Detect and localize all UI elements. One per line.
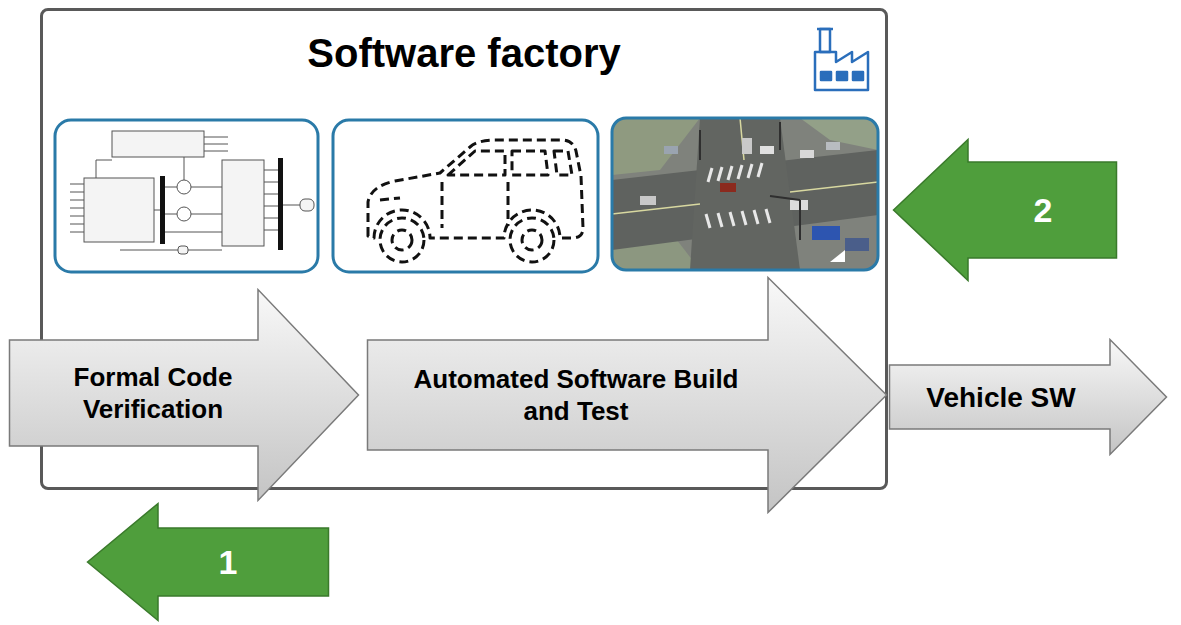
arrow-outline [890,340,1167,455]
callout-number: 1 [219,541,238,584]
model-thumbnail [55,120,318,272]
arrow-outline [368,278,887,513]
panel-title: Software factory [307,28,620,78]
output-arrow: Vehicle SW [888,338,1168,456]
callout-number: 2 [1034,189,1053,232]
process-arrow: Automated Software Build and Test [366,276,888,514]
arrow-outline [88,504,329,621]
text-area: Formal Code Verification [28,340,278,446]
green-arrow-shape [892,138,1118,282]
car-outline [333,120,598,272]
text-area: Vehicle SW [888,365,1114,429]
process-arrow: Formal Code Verification [8,288,360,502]
gray-arrow-shape [366,276,888,514]
step-label: Vehicle SW [926,380,1075,415]
factory-icon [815,29,868,90]
step-arrow-green: 2 [892,138,1118,282]
text-area: 2 [968,162,1118,258]
text-area: Software factory [40,22,888,84]
intersection-scene [612,118,878,270]
arrow-outline [10,290,359,501]
text-area: 1 [158,528,298,596]
arrow-outline [894,140,1117,281]
step-arrow-green: 1 [86,502,330,622]
green-arrow-shape [86,502,330,622]
text-area: Automated Software Build and Test [406,340,746,450]
step-label: Automated Software Build and Test [406,363,746,428]
step-label: Formal Code Verification [28,361,278,426]
